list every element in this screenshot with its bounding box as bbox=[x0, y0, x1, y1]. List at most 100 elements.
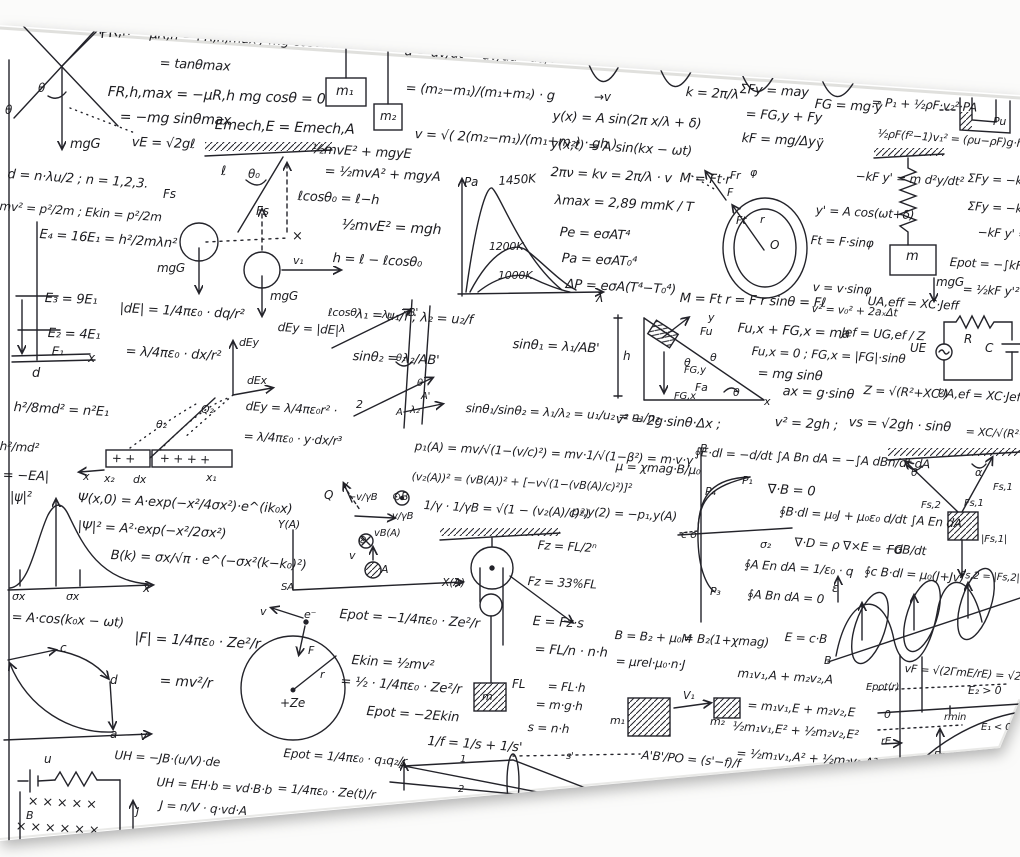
huygens-refraction-sketch bbox=[331, 299, 442, 429]
energy-levels-sketch bbox=[11, 221, 96, 363]
formula-item: 1/γ · 1/γB = √(1 − (v₂(A)/c)²) bbox=[423, 498, 590, 521]
formula-item: v bbox=[349, 549, 356, 562]
formula-item: = λ/4πε₀ · dx/r² bbox=[125, 344, 222, 364]
formula-item: Epot = −2Ekin bbox=[366, 704, 460, 726]
formula-item: Epot = 1/4πε₀ · q₁q₂/r bbox=[283, 746, 408, 769]
incline-triangle-sketch bbox=[613, 314, 765, 401]
formula-item: σ₂ bbox=[760, 538, 771, 551]
paper-top-edge bbox=[0, 26, 1020, 100]
formula-item: 1/f = 1/s + 1/s' bbox=[427, 734, 523, 756]
formula-item: v/γB bbox=[392, 511, 414, 522]
formula-item: Epot = −1/4πε₀ · Ze²/r bbox=[339, 607, 481, 632]
formula-item: Emech,E = Emech,A bbox=[214, 117, 355, 138]
formula-item: v² = 2gh ; bbox=[774, 415, 839, 434]
formula-item: 1000K bbox=[498, 269, 533, 282]
formula-item: = ½kF y'² bbox=[962, 282, 1020, 299]
formula-item: y(x,t) = A sin(kx − ωt) bbox=[550, 137, 693, 160]
formula-item: 2 bbox=[356, 398, 363, 411]
formula-item: ½mvE² = mgh bbox=[341, 217, 442, 239]
formula-item: θ bbox=[710, 351, 717, 364]
formula-item: J = n/V · q·vd·A bbox=[159, 798, 248, 819]
formula-item: a = dv/dt = dv/du · du/dt bbox=[404, 44, 564, 68]
formula-item: d = n·λu/2 ; n = 1,2,3. bbox=[7, 167, 149, 192]
formula-item: vB(A) bbox=[374, 528, 401, 539]
formula-item: a bbox=[110, 727, 118, 741]
formula-item: θ bbox=[38, 81, 46, 95]
wave-crests-sketch bbox=[587, 61, 855, 98]
formula-item: UE bbox=[910, 341, 926, 355]
formula-item: ax = g·sinθ bbox=[782, 384, 855, 403]
rc-circuit-sketch bbox=[935, 314, 1020, 381]
formula-item: FL bbox=[512, 677, 526, 691]
formula-item: A bbox=[396, 407, 403, 418]
formula-item: E₃ = 9E₁ bbox=[44, 291, 98, 308]
formula-item: kF = mg/Δy bbox=[741, 131, 816, 150]
formula-item: λ bbox=[596, 291, 604, 306]
formula-item: α bbox=[975, 466, 983, 479]
formula-item: p₁(A) = mv/√(1−(v/c)²) = mv·1/√(1−β²) = … bbox=[414, 439, 694, 468]
formula-item: λ₁ bbox=[382, 308, 393, 321]
formula-item: Fs,2 = |Fs,2| bbox=[959, 570, 1020, 585]
formula-item: ΣFy = may bbox=[739, 82, 810, 101]
spring-mass-sketch bbox=[873, 148, 945, 300]
formula-item: E = c·B bbox=[784, 630, 828, 647]
formula-item: O bbox=[770, 238, 780, 252]
formula-item: ⊙B bbox=[392, 490, 409, 503]
formula-item: x bbox=[143, 581, 150, 595]
formula-item: E₂ > 0 bbox=[968, 684, 1002, 697]
formula-item: mv² = p²/2m ; Ekin = p²/2m bbox=[0, 199, 163, 225]
formula-item: Q bbox=[324, 488, 334, 502]
formula-item: y' = A cos(ωt+δ) bbox=[815, 203, 915, 223]
formula-item: Fu,x = 0 ; FG,x = |FG|·sinθ bbox=[751, 344, 906, 367]
formula-item: = tanθmax bbox=[159, 56, 231, 75]
formula-item: Fu bbox=[700, 325, 713, 338]
formula-item: = m·g·h bbox=[535, 697, 584, 714]
formula-item: P₄ bbox=[705, 485, 716, 498]
formula-item: UH = −JB·(u/V)·de bbox=[114, 748, 221, 770]
formula-item: |Fs,1| bbox=[981, 534, 1008, 545]
bohr-atom-sketch bbox=[240, 608, 346, 741]
collision-boxes-sketch bbox=[627, 697, 741, 737]
formula-item: Ψ(x,0) = A·exp(−x²/4σx²)·e^(ik₀x) bbox=[77, 491, 293, 518]
formula-item: FG,y bbox=[684, 365, 706, 376]
formula-item: FR,h bbox=[99, 22, 132, 42]
formula-item: X(A) bbox=[442, 576, 465, 589]
formula-item: ∮A En dA = 1/ε₀ · q bbox=[744, 557, 854, 579]
formula-item: = B₂(1+χmag) bbox=[683, 631, 770, 650]
gaussian-packet-sketch bbox=[7, 500, 152, 591]
formula-item: ÿ bbox=[816, 137, 824, 152]
formula-item: Fs,1 bbox=[964, 498, 984, 509]
formula-item: + + + + bbox=[159, 451, 211, 467]
formula-item: ΣFy = −kF(y'+y₀) bbox=[967, 171, 1020, 191]
formula-item: Ft = F·sinφ bbox=[810, 233, 874, 251]
formula-item: Pa bbox=[464, 175, 479, 189]
formula-item: B' bbox=[408, 306, 419, 319]
formula-item: θ bbox=[5, 103, 13, 117]
formula-item: dEy bbox=[239, 336, 259, 349]
formula-item: + + bbox=[111, 451, 136, 466]
formula-item: m bbox=[482, 690, 493, 703]
formula-item: |F| = 1/4πε₀ · Ze²/r bbox=[134, 630, 261, 653]
formula-item: ∮A Bn dA = 0 bbox=[747, 587, 825, 607]
formula-item: FR,h,max = −μR,h mg cosθ = 0 bbox=[107, 84, 326, 108]
formula-item: |Ψ|² = A²·exp(−x²/2σx²) bbox=[77, 519, 227, 542]
formula-item: rE bbox=[881, 736, 892, 747]
formula-item: B bbox=[700, 442, 708, 455]
formula-item: Ft bbox=[736, 214, 747, 227]
formula-item: Epot = −∫kF y'dy' bbox=[949, 255, 1020, 274]
formula-item: k = 2π/λ bbox=[685, 85, 740, 103]
formula-item: θ bbox=[733, 386, 740, 399]
hysteresis-loop-sketch bbox=[677, 447, 793, 623]
formula-item: φ bbox=[750, 166, 758, 179]
formula-item: x bbox=[83, 470, 90, 483]
formula-item: h = ℓ − ℓcosθ₀ bbox=[332, 251, 423, 271]
u-tube-sketch bbox=[939, 97, 1011, 134]
formula-item: F bbox=[727, 186, 734, 199]
formula-item: c o bbox=[681, 528, 697, 541]
formula-item: ℓ bbox=[221, 164, 227, 179]
formula-item: sinθ₁ = λ₁/AB' bbox=[512, 337, 600, 357]
formula-item: mgG bbox=[157, 261, 186, 275]
formula-item: ⊗ bbox=[358, 533, 368, 546]
